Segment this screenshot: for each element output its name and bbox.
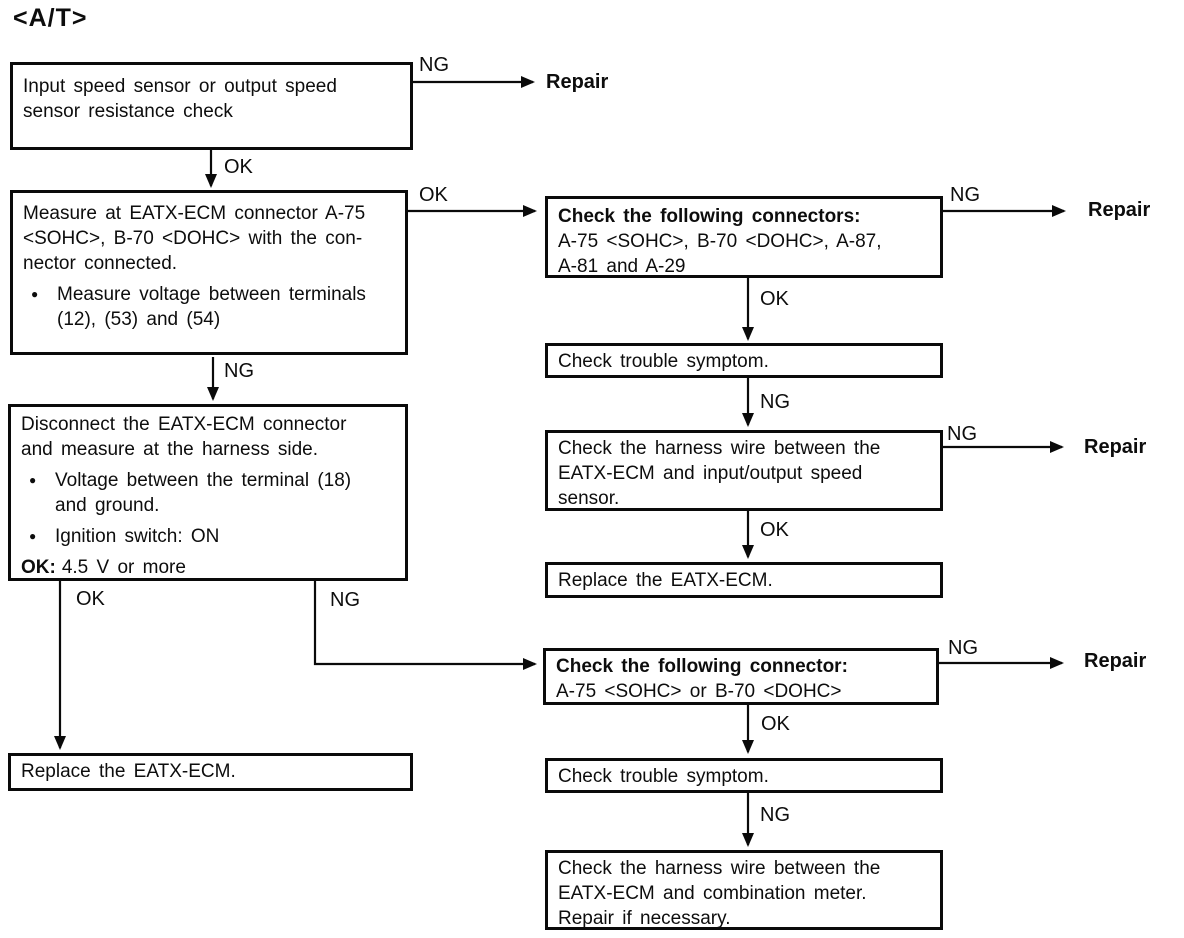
- flow-box-check-connector: Check the following connector: A-75 <SOH…: [543, 648, 939, 705]
- page-title: <A/T>: [13, 4, 88, 32]
- edge-label-ok: OK: [76, 588, 105, 610]
- repair-terminal: Repair: [546, 71, 609, 93]
- edge-label-ng: NG: [330, 589, 360, 611]
- flow-box-input-speed-check: Input speed sensor or output speed senso…: [10, 62, 413, 150]
- edge-label-ok: OK: [760, 519, 789, 541]
- edge-label-ng: NG: [224, 360, 254, 382]
- edge-label-ng: NG: [950, 184, 980, 206]
- ok-condition-label: OK:: [21, 557, 56, 578]
- box-heading: Check the following connector:: [556, 656, 848, 677]
- bullet-icon: ●: [29, 473, 37, 487]
- flow-box-replace-ecm-left: Replace the EATX-ECM.: [8, 753, 413, 791]
- edge-label-ng: NG: [948, 637, 978, 659]
- box-text: Measure at EATX-ECM connector A-75 <SOHC…: [23, 203, 366, 274]
- box-text: A-75 <SOHC> or B-70 <DOHC>: [556, 681, 842, 702]
- ok-condition-value: 4.5 V or more: [61, 557, 186, 578]
- box-text: Replace the EATX-ECM.: [558, 570, 773, 591]
- bullet-text: Ignition switch: ON: [55, 526, 220, 547]
- bullet-item: ● Voltage between the terminal (18) and …: [21, 468, 395, 518]
- repair-terminal: Repair: [1084, 436, 1147, 458]
- box-heading: Check the following connectors:: [558, 206, 861, 227]
- flow-box-check-connectors: Check the following connectors: A-75 <SO…: [545, 196, 943, 278]
- flow-box-check-trouble-2: Check trouble symptom.: [545, 758, 943, 793]
- box-text: Input speed sensor or output speed senso…: [23, 76, 337, 122]
- bullet-text: Measure voltage between terminals (12), …: [57, 284, 366, 330]
- box-text: Check the harness wire between the EATX-…: [558, 858, 881, 929]
- flow-box-disconnect-measure: Disconnect the EATX-ECM connector and me…: [8, 404, 408, 581]
- flow-box-replace-ecm-right: Replace the EATX-ECM.: [545, 562, 943, 598]
- edge-label-ok: OK: [419, 184, 448, 206]
- bullet-item: ● Ignition switch: ON: [21, 524, 395, 549]
- box-text: Replace the EATX-ECM.: [21, 761, 236, 782]
- edge-label-ok: OK: [760, 288, 789, 310]
- repair-terminal: Repair: [1084, 650, 1147, 672]
- box-text: Check the harness wire between the EATX-…: [558, 438, 881, 509]
- box-text: Check trouble symptom.: [558, 351, 769, 372]
- edge-label-ng: NG: [760, 391, 790, 413]
- bullet-icon: ●: [29, 529, 37, 543]
- bullet-text: Voltage between the terminal (18) and gr…: [55, 470, 352, 516]
- flow-box-measure-connected: Measure at EATX-ECM connector A-75 <SOHC…: [10, 190, 408, 355]
- edge-label-ng: NG: [760, 804, 790, 826]
- ok-condition: OK:4.5 V or more: [21, 555, 395, 580]
- flow-box-harness-combination-meter: Check the harness wire between the EATX-…: [545, 850, 943, 930]
- box-text: Disconnect the EATX-ECM connector and me…: [21, 414, 347, 460]
- edge-label-ok: OK: [761, 713, 790, 735]
- edge-label-ng: NG: [947, 423, 977, 445]
- flow-box-check-trouble-1: Check trouble symptom.: [545, 343, 943, 378]
- box-text: A-75 <SOHC>, B-70 <DOHC>, A-87, A-81 and…: [558, 231, 882, 277]
- repair-terminal: Repair: [1088, 199, 1151, 221]
- box-text: Check trouble symptom.: [558, 766, 769, 787]
- flow-box-harness-speed-sensor: Check the harness wire between the EATX-…: [545, 430, 943, 511]
- edge-label-ng: NG: [419, 54, 449, 76]
- bullet-icon: ●: [31, 287, 39, 301]
- edge-label-ok: OK: [224, 156, 253, 178]
- bullet-item: ● Measure voltage between terminals (12)…: [23, 282, 395, 332]
